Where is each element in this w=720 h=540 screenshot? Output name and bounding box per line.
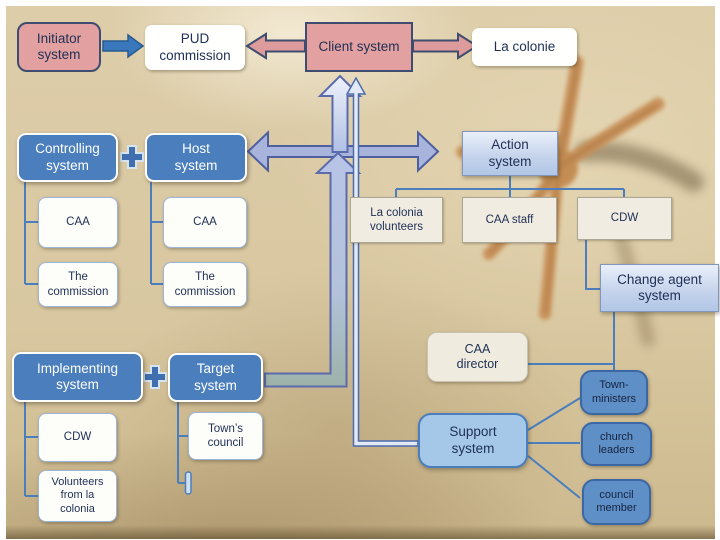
towns-council-box: Town’s council: [188, 412, 263, 460]
church-leaders-box: church leaders: [581, 422, 652, 466]
caa-director-box: CAA director: [427, 332, 528, 382]
town-ministers-box: Town- ministers: [580, 370, 648, 415]
host-commission-box: The commission: [163, 262, 247, 307]
controlling-system-box: Controlling system: [17, 133, 118, 182]
la-colonia-volunteers-box: La colonia volunteers: [350, 197, 443, 243]
action-system-box: Action system: [462, 131, 558, 176]
pud-commission-box: PUD commission: [145, 25, 245, 70]
host-caa-box: CAA: [163, 197, 247, 248]
controlling-commission-box: The commission: [38, 262, 118, 307]
caa-staff-box: CAA staff: [462, 197, 557, 243]
target-system-box: Target system: [168, 353, 263, 402]
controlling-caa-box: CAA: [38, 197, 118, 248]
host-system-box: Host system: [145, 133, 247, 182]
volunteers-from-la-colonia-box: Volunteers from la colonia: [38, 470, 117, 522]
action-cdw-box: CDW: [577, 197, 672, 240]
implementing-cdw-box: CDW: [38, 413, 117, 462]
council-member-box: council member: [582, 479, 651, 525]
client-system-box: Client system: [305, 22, 413, 72]
implementing-system-box: Implementing system: [12, 352, 143, 402]
initiator-system-box: Initiator system: [17, 22, 101, 72]
support-system-box: Support system: [418, 413, 528, 468]
change-agent-system-box: Change agent system: [600, 264, 719, 312]
la-colonie-box: La colonie: [472, 28, 577, 66]
